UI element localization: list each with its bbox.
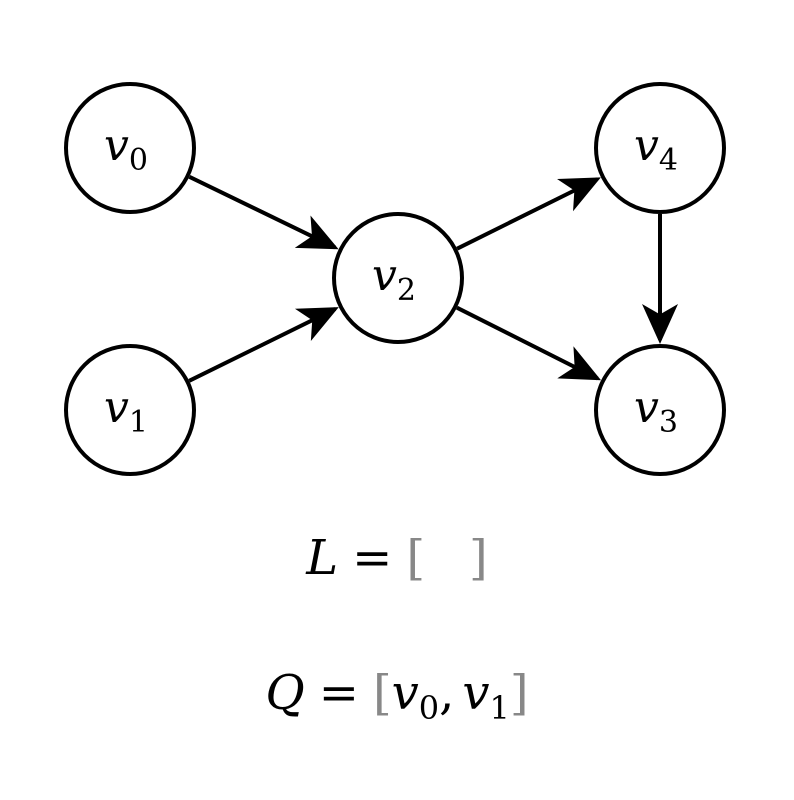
node-label-v3: v3: [634, 382, 678, 440]
equation-Q-item-base: v: [462, 665, 490, 721]
node-circle-v2: [332, 212, 464, 344]
equation-Q-open-bracket: [: [372, 665, 392, 721]
node-label-v1: v1: [104, 382, 148, 440]
edge-v2-to-v3: [456, 305, 602, 381]
node-label-base-v2: v: [372, 250, 397, 301]
edge-v2-to-v4: [456, 177, 601, 251]
node-v4: v4: [594, 82, 726, 214]
equation-Q-close-bracket: ]: [509, 665, 529, 721]
node-label-v4: v4: [634, 120, 678, 178]
equation-Q-equals: =: [318, 665, 359, 721]
equation-L: L=[]: [0, 530, 794, 586]
equation-Q-item-sub: 0: [418, 689, 440, 727]
equation-Q: Q=[v0,v1]: [0, 665, 794, 724]
node-label-v2: v2: [372, 250, 416, 308]
node-v2: v2: [332, 212, 464, 344]
equation-Q-item-v1: v1: [462, 665, 509, 724]
equation-Q-item-base: v: [391, 665, 419, 721]
node-circle-v4: [594, 82, 726, 214]
node-v1: v1: [64, 344, 196, 476]
equation-L-close-bracket: ]: [469, 530, 488, 586]
node-label-sub-v0: 0: [129, 143, 148, 178]
equation-L-equals: =: [352, 530, 393, 586]
node-label-sub-v3: 3: [659, 405, 678, 440]
node-circle-v3: [594, 344, 726, 476]
node-label-base-v4: v: [634, 120, 659, 171]
node-label-base-v3: v: [634, 382, 659, 433]
node-label-sub-v1: 1: [129, 405, 148, 440]
node-v0: v0: [64, 82, 196, 214]
equation-L-open-bracket: [: [406, 530, 426, 586]
equation-Q-item-sub: 1: [489, 689, 510, 727]
node-circle-v1: [64, 344, 196, 476]
equation-Q-items: v0,v1: [391, 665, 510, 724]
node-v3: v3: [594, 344, 726, 476]
equation-Q-item-v0: v0: [391, 665, 439, 724]
equation-Q-name: Q: [265, 665, 305, 721]
edge-v1-to-v2: [188, 307, 339, 383]
node-label-v0: v0: [104, 120, 148, 178]
node-label-sub-v4: 4: [659, 143, 678, 178]
equation-Q-comma: ,: [439, 665, 455, 721]
node-label-base-v0: v: [104, 120, 129, 171]
node-circle-v0: [64, 82, 196, 214]
edges-layer: [188, 175, 678, 383]
node-label-sub-v2: 2: [397, 273, 416, 308]
edge-v0-to-v2: [188, 175, 339, 250]
equation-L-name: L: [306, 530, 339, 586]
node-label-base-v1: v: [104, 382, 129, 433]
